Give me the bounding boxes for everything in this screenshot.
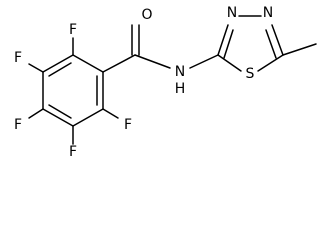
thiadiazole-bond-3: [271, 24, 284, 56]
atom-o: O: [141, 7, 152, 23]
methyl-bond: [282, 43, 317, 56]
ring-double-bond-3: [48, 104, 72, 119]
ring-bond-5: [72, 108, 104, 127]
carbonyl-n-bond: [134, 54, 171, 69]
atom-f-top: F: [69, 22, 77, 38]
atom-n-amide: N: [175, 64, 185, 80]
atom-f-bottom: F: [69, 144, 77, 160]
atom-h-amide: H: [175, 81, 186, 97]
ring-carbonyl-bond: [102, 54, 136, 73]
bonds: [28, 15, 317, 145]
atom-s: S: [246, 66, 255, 82]
atom-f-lower-right: F: [124, 117, 132, 133]
atom-n-ring-right: N: [263, 5, 273, 21]
ring-double-bond-1: [48, 62, 72, 77]
atom-f-upper-left: F: [14, 50, 22, 66]
c-f-bond-2: [28, 63, 44, 73]
thiadiazole-double-bond-1: [223, 29, 234, 59]
ring-bond-4: [42, 108, 74, 127]
c-f-bond-5: [102, 108, 119, 119]
ring-bond-2: [42, 54, 74, 73]
c-f-bond-3: [28, 108, 44, 119]
thiadiazole-double-bond-2: [265, 29, 277, 59]
chemical-structure: F F F F F O N H N N S: [14, 5, 317, 160]
thiadiazole-bond-4: [257, 54, 284, 72]
atom-n-ring-left: N: [227, 5, 237, 21]
n-thiadiazole-bond: [189, 54, 219, 69]
atom-f-lower-left: F: [14, 117, 22, 133]
ring-bond-1: [72, 54, 104, 73]
atom-labels: F F F F F O N H N N S: [14, 5, 273, 160]
thiadiazole-bond-1: [217, 24, 229, 56]
thiadiazole-bond-5: [217, 54, 242, 72]
